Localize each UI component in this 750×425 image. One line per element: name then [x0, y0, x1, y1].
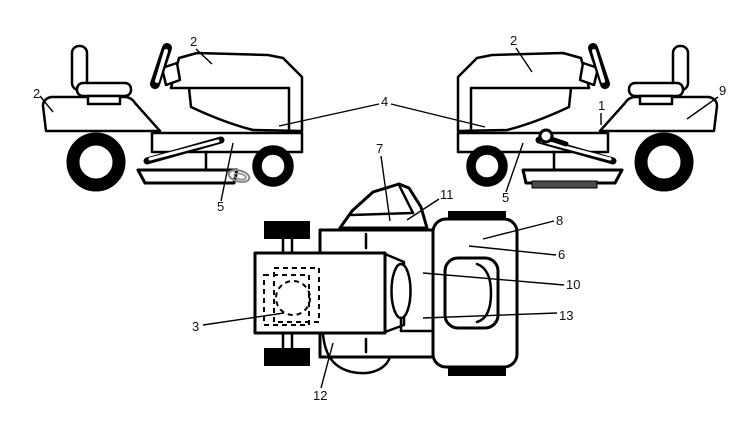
tractor-right-side-view — [458, 46, 717, 185]
callout-line-4-left — [278, 103, 380, 127]
callout-line-4-right — [390, 103, 486, 128]
engine-pulley-dashed — [275, 280, 311, 316]
belt-loop — [321, 332, 392, 375]
callout-label-3: 3 — [192, 319, 199, 334]
callout-label-2-left-fender: 2 — [33, 86, 40, 101]
rear-wheel-top-right — [448, 367, 506, 376]
callout-label-9: 9 — [719, 83, 726, 98]
discharge-chute-loop — [227, 168, 251, 184]
callout-label-1: 1 — [598, 98, 605, 113]
front-wheel-top-left — [264, 221, 310, 239]
chute-loop-inner — [233, 172, 247, 181]
callout-line-9 — [686, 96, 719, 120]
callout-line-5-right — [505, 142, 524, 193]
callout-line-6 — [468, 245, 557, 256]
callout-label-5-right: 5 — [502, 190, 509, 205]
callout-line-3 — [202, 312, 285, 326]
chute-crease — [349, 211, 415, 217]
callout-line-7 — [380, 155, 391, 222]
seat-back-curve — [475, 262, 493, 324]
callout-label-7: 7 — [376, 141, 383, 156]
callout-label-11: 11 — [440, 187, 454, 202]
callout-label-6: 6 — [558, 247, 565, 262]
deck-skid-bar — [531, 180, 598, 189]
engine-outline-dashed-alt — [263, 274, 310, 326]
callout-line-2-left-fender — [39, 95, 54, 113]
chute-loop-outer — [227, 168, 251, 184]
chute-fold — [397, 183, 415, 215]
discharge-chute-top — [338, 182, 429, 230]
callout-label-2-left-hood: 2 — [190, 34, 197, 49]
lever-rod — [548, 136, 569, 147]
callout-label-5-left: 5 — [217, 199, 224, 214]
callout-labels: 2 2 2 4 1 9 5 5 7 11 8 6 10 13 3 12 — [33, 33, 726, 403]
steering-wheel-top-view — [390, 262, 412, 320]
callout-line-2-left-hood — [195, 48, 213, 65]
callout-line-11 — [406, 198, 440, 221]
tractor-left-side-view — [43, 46, 302, 185]
callout-label-4: 4 — [381, 94, 388, 109]
callout-line-12 — [320, 342, 334, 389]
callout-line-2-right-hood — [515, 47, 533, 73]
lever-knob — [538, 128, 554, 144]
callout-line-8 — [482, 220, 555, 240]
callout-label-2-right-hood: 2 — [510, 33, 517, 48]
callout-line-13 — [422, 312, 558, 319]
callout-line-5-left — [220, 142, 234, 202]
callout-line-10 — [422, 272, 565, 286]
deck-lift-lever — [538, 128, 569, 147]
front-wheel-top-right — [264, 348, 310, 366]
tractor-top-view — [253, 182, 519, 376]
callout-label-8: 8 — [556, 213, 563, 228]
engine-outline-dashed — [273, 267, 320, 323]
rear-wheel-top-left — [448, 211, 506, 220]
callout-label-10: 10 — [566, 277, 580, 292]
callout-label-12: 12 — [313, 388, 327, 403]
callout-lines — [39, 47, 719, 389]
callout-label-13: 13 — [559, 308, 573, 323]
